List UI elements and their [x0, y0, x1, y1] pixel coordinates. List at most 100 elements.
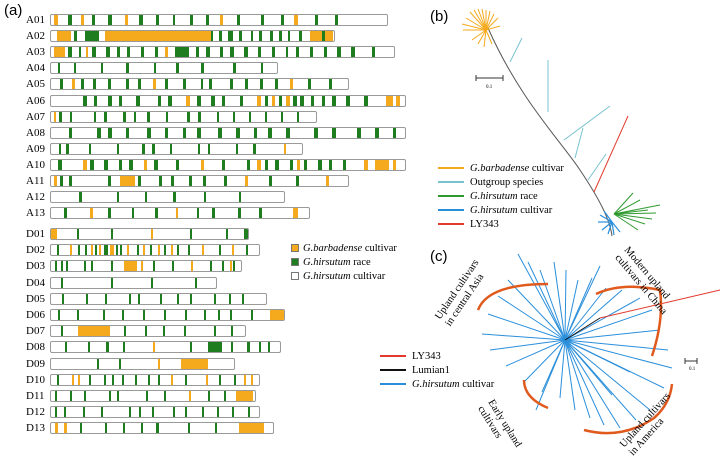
- chromosome-label: D07: [26, 325, 45, 338]
- race-segment: [184, 310, 188, 320]
- race-segment: [188, 176, 192, 186]
- race-segment: [270, 31, 274, 42]
- barbadense-segment: [143, 159, 148, 170]
- race-segment: [371, 47, 376, 58]
- race-segment: [268, 342, 271, 353]
- race-segment: [329, 79, 333, 90]
- legend-line: [438, 181, 464, 183]
- race-segment: [158, 374, 161, 385]
- race-segment: [296, 176, 300, 186]
- race-segment: [58, 159, 62, 170]
- race-segment: [151, 277, 154, 288]
- race-segment: [73, 63, 77, 74]
- barbadense-segment: [374, 159, 390, 170]
- race-segment: [185, 374, 188, 385]
- race-segment: [125, 79, 129, 90]
- race-segment: [64, 208, 67, 219]
- race-segment: [221, 95, 226, 106]
- legend-species: LY343: [470, 218, 499, 230]
- chromosome-label: D03: [26, 260, 45, 273]
- race-segment: [260, 15, 264, 25]
- label-china: Modern upland cultivars in China: [613, 245, 679, 317]
- race-segment: [229, 310, 232, 320]
- race-segment: [177, 245, 180, 256]
- race-segment: [244, 47, 248, 58]
- race-segment: [111, 277, 114, 288]
- race-segment: [93, 111, 97, 122]
- race-segment: [138, 15, 143, 25]
- barbadense-segment: [126, 245, 129, 256]
- chromosome-bar: [50, 341, 281, 354]
- arc-central-asia: [476, 282, 549, 311]
- race-segment: [182, 79, 186, 90]
- chromosome-bar: [50, 390, 256, 402]
- barbadense-segment: [206, 374, 209, 385]
- barbadense-segment: [56, 31, 71, 42]
- barbadense-segment: [229, 261, 232, 272]
- barbadense-segment: [220, 15, 224, 25]
- race-segment: [209, 79, 213, 90]
- ly343-branch-b: [593, 115, 629, 193]
- phylogenetic-tree-c: [481, 253, 673, 429]
- race-segment: [231, 326, 234, 337]
- race-segment: [310, 95, 315, 106]
- race-segment: [55, 407, 58, 418]
- race-segment: [76, 229, 79, 239]
- race-segment: [152, 143, 155, 154]
- race-segment: [87, 342, 91, 353]
- label-america: Upland cultivars in America: [618, 389, 683, 458]
- legend-line: [380, 355, 406, 357]
- chromosome-bar: [50, 78, 349, 91]
- panel-c-label: (c): [430, 248, 448, 265]
- race-segment: [149, 245, 152, 256]
- legend-item-cultivar: G.hirsutum cultivar: [291, 269, 397, 283]
- chromosome-bar: [50, 14, 388, 26]
- panel-c-legend: LY343 Lumian1 G.hirsutum cultivar: [380, 349, 494, 391]
- race-segment: [260, 79, 264, 90]
- race-segment: [104, 423, 107, 434]
- race-segment: [173, 192, 176, 203]
- race-segment: [212, 208, 215, 219]
- arc-early: [522, 379, 549, 410]
- chromosome-label: A07: [26, 110, 45, 123]
- panel-b-legend: G.barbadense cultivar Outgroup species G…: [438, 161, 564, 231]
- race-segment: [293, 95, 297, 106]
- race-segment: [79, 192, 82, 203]
- barbadense-segment: [269, 310, 284, 320]
- race-segment: [295, 47, 300, 58]
- race-segment: [259, 31, 262, 42]
- chromosome-bar: [50, 357, 235, 370]
- race-segment: [332, 127, 336, 138]
- barbadense-segment: [164, 47, 169, 58]
- legend-item: Outgroup species: [438, 175, 564, 189]
- race-segment: [175, 47, 189, 58]
- chromosome-bar: [50, 373, 260, 386]
- race-segment: [172, 407, 175, 418]
- race-segment: [54, 261, 57, 272]
- race-segment: [250, 31, 254, 42]
- race-segment: [137, 176, 141, 186]
- barbadense-segment: [310, 31, 322, 42]
- chromosome-bar: [50, 94, 406, 107]
- barbadense-segment: [170, 245, 173, 256]
- race-segment: [58, 310, 61, 320]
- race-segment: [105, 293, 108, 304]
- legend-species: G.barbadense: [470, 162, 530, 174]
- race-segment: [211, 95, 215, 106]
- race-segment: [207, 143, 211, 154]
- race-segment: [147, 127, 151, 138]
- race-segment: [213, 326, 216, 337]
- chromosome-bar: [50, 207, 310, 220]
- legend-swatch-race: [291, 258, 299, 266]
- barbadense-segment: [69, 245, 72, 256]
- race-segment: [176, 293, 180, 304]
- arc-america: [583, 383, 674, 435]
- barbadense-segment: [72, 374, 75, 385]
- barbadense-segment: [175, 208, 179, 219]
- barbadense-segment: [119, 176, 135, 186]
- chromosome-bar: [50, 406, 260, 419]
- race-segment: [239, 192, 242, 203]
- race-segment: [231, 342, 234, 353]
- race-segment: [108, 391, 111, 401]
- legend-species: G.hirsutum: [470, 190, 518, 202]
